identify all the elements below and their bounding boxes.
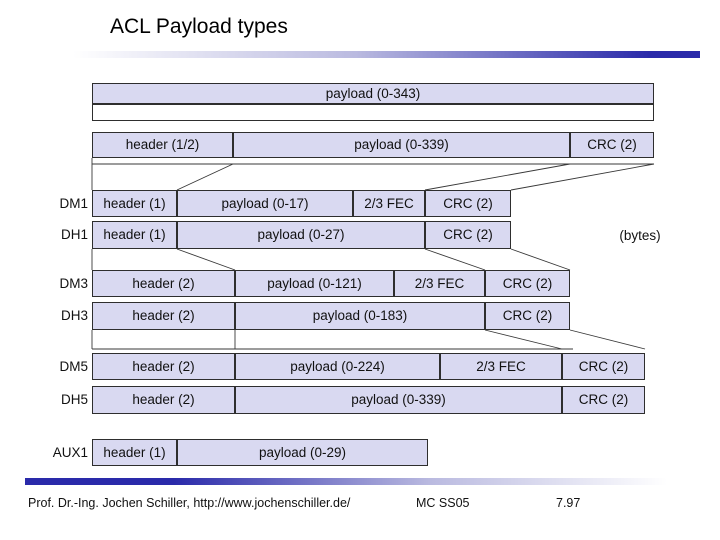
- packet-box: CRC (2): [425, 190, 511, 217]
- title-accent-bar: [73, 51, 700, 58]
- packet-box: payload (0-17): [177, 190, 353, 217]
- packet-box: payload (0-343): [92, 83, 654, 104]
- row-label-dh5: DH5: [60, 392, 88, 407]
- packet-box-empty: [92, 104, 654, 121]
- packet-box: header (2): [92, 353, 235, 380]
- row-label-dm5: DM5: [59, 358, 88, 374]
- packet-box: header (1): [92, 190, 177, 217]
- slide-title: ACL Payload types: [110, 15, 288, 38]
- footer-course: MC SS05: [416, 496, 470, 510]
- packet-box: payload (0-29): [177, 439, 428, 466]
- row-label-dh3: DH3: [60, 308, 88, 323]
- footer-page-number: 7.97: [556, 496, 581, 510]
- row-label-dm3: DM3: [59, 275, 88, 291]
- packet-box: CRC (2): [425, 221, 511, 249]
- packet-box: CRC (2): [485, 270, 570, 297]
- packet-box: 2/3 FEC: [394, 270, 485, 297]
- packet-box: header (2): [92, 270, 235, 297]
- packet-box: payload (0-183): [235, 302, 485, 330]
- packet-box: payload (0-224): [235, 353, 440, 380]
- packet-box: CRC (2): [562, 353, 645, 380]
- packet-box: payload (0-339): [233, 132, 570, 158]
- packet-box: 2/3 FEC: [353, 190, 425, 217]
- row-label-aux1: AUX1: [52, 444, 88, 460]
- packet-box: CRC (2): [485, 302, 570, 330]
- footer-author: Prof. Dr.-Ing. Jochen Schiller, http://w…: [28, 496, 351, 510]
- bytes-unit-note: (bytes): [619, 228, 661, 243]
- packet-box: payload (0-27): [177, 221, 425, 249]
- packet-box: header (2): [92, 386, 235, 414]
- packet-box: payload (0-339): [235, 386, 562, 414]
- packet-box: CRC (2): [570, 132, 654, 158]
- packet-box: header (1): [92, 221, 177, 249]
- packet-box: CRC (2): [562, 386, 645, 414]
- row-label-dm1: DM1: [59, 195, 88, 211]
- packet-box: header (1): [92, 439, 177, 466]
- packet-box: header (1/2): [92, 132, 233, 158]
- packet-box: header (2): [92, 302, 235, 330]
- row-label-dh1: DH1: [60, 227, 88, 242]
- footer-accent-bar: [25, 478, 701, 485]
- packet-box: 2/3 FEC: [440, 353, 562, 380]
- packet-box: payload (0-121): [235, 270, 394, 297]
